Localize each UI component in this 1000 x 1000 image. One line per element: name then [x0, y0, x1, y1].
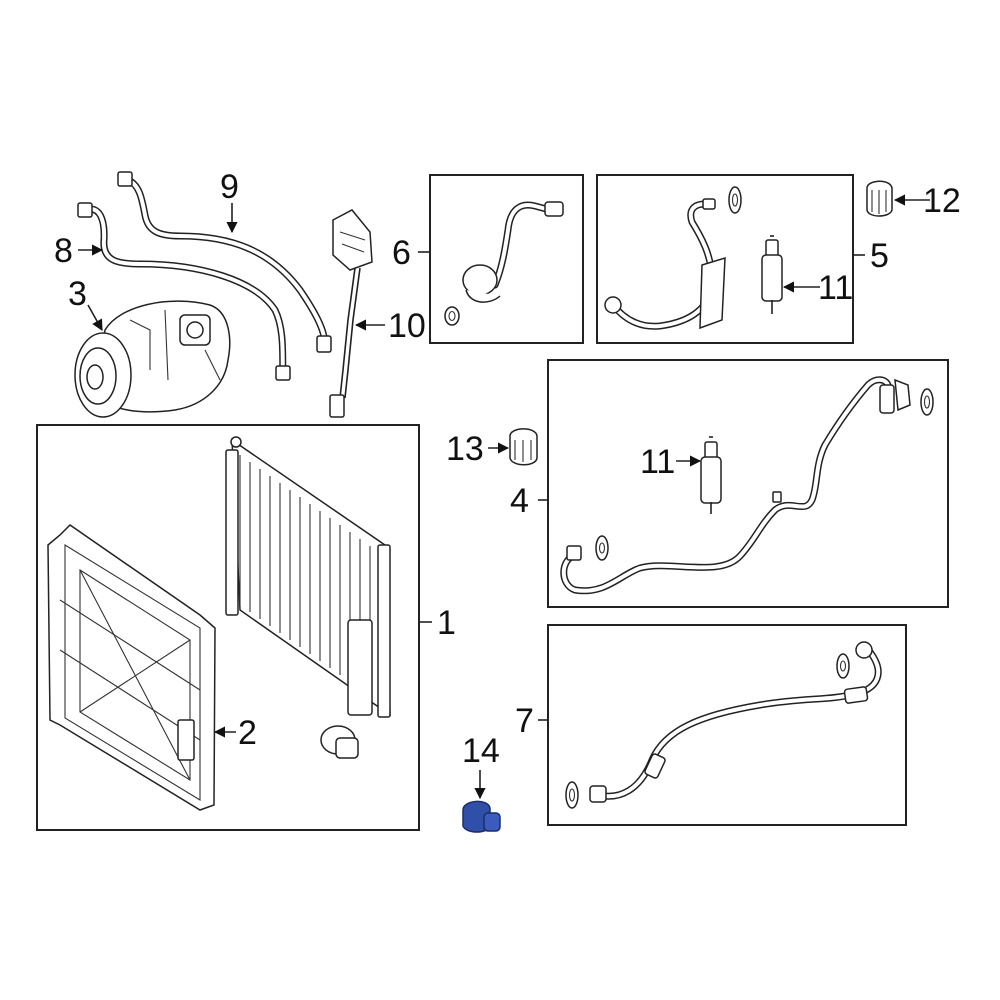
callout-4: 4: [510, 482, 529, 520]
group-box-7: [547, 624, 907, 826]
cap-13[interactable]: [509, 428, 538, 466]
group-box-4: [547, 359, 949, 608]
callout-5: 5: [870, 237, 889, 275]
line-7[interactable]: [565, 641, 882, 809]
callout-12: 12: [923, 182, 961, 220]
pressure-switch-11-mid[interactable]: [700, 436, 722, 514]
plug-14[interactable]: [462, 800, 501, 833]
condenser-1[interactable]: [225, 436, 391, 718]
callout-8: 8: [54, 232, 73, 270]
pressure-switch-11-top[interactable]: [761, 235, 783, 314]
callout-labels: 9 8 3 10 6 5 11 12 13 11 4 1 2 7 14: [54, 168, 961, 770]
line-6[interactable]: [444, 201, 564, 326]
callout-14: 14: [462, 732, 500, 770]
leader-lines: [78, 194, 930, 800]
compressor-3[interactable]: [74, 300, 231, 418]
group-box-5: [596, 174, 854, 344]
callout-11-mid: 11: [640, 443, 675, 481]
group-box-6: [429, 174, 584, 344]
line-4[interactable]: [560, 376, 934, 595]
callout-7: 7: [515, 702, 534, 740]
shroud-2[interactable]: [47, 524, 216, 811]
callout-1: 1: [437, 604, 456, 642]
harness-10[interactable]: [329, 209, 373, 418]
callout-11-top: 11: [818, 269, 853, 307]
group-box-1: [36, 424, 420, 831]
cap-12[interactable]: [866, 180, 893, 217]
hose-9[interactable]: [117, 171, 332, 353]
callout-13: 13: [446, 430, 484, 468]
callout-2: 2: [238, 714, 257, 752]
callout-6: 6: [392, 234, 411, 272]
drier-fitting[interactable]: [320, 725, 359, 759]
callout-3: 3: [68, 275, 87, 313]
callout-10: 10: [388, 307, 426, 345]
hose-8[interactable]: [77, 202, 291, 381]
callout-9: 9: [220, 168, 239, 206]
line-5[interactable]: [604, 186, 742, 330]
